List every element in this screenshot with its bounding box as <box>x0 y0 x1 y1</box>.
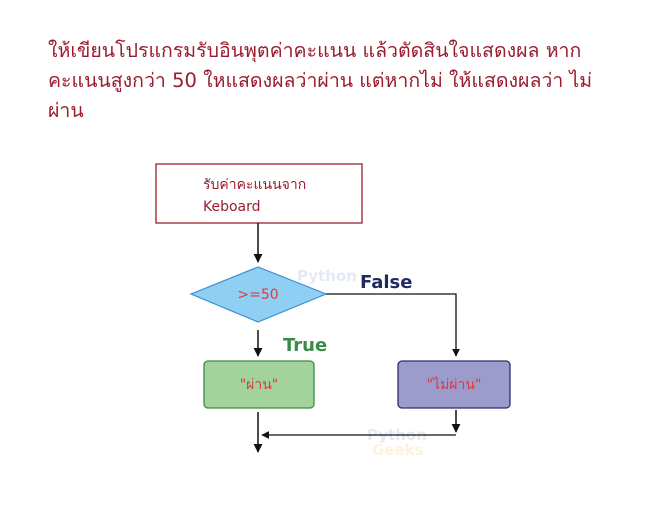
input-label-1: รับค่าคะแนนจาก <box>203 177 306 193</box>
watermark: Python Python Geeks <box>297 267 427 459</box>
false-label: False <box>360 272 412 293</box>
input-label-2: Keboard <box>203 199 261 215</box>
question-line-2: คะแนนสูงกว่า 50 ใหแสดงผลว่าผ่าน แต่หากไม… <box>48 69 593 92</box>
false-output-label: "ไม่ผ่าน" <box>427 376 482 393</box>
question-text: ให้เขียนโปรแกรมรับอินพุตค่าคะแนน แล้วตัด… <box>48 36 628 126</box>
watermark-text-3: Geeks <box>372 441 424 459</box>
watermark-text-1: Python <box>297 267 357 285</box>
arrow-false <box>326 293 460 357</box>
condition-label: >=50 <box>237 287 278 303</box>
true-output-label: "ผ่าน" <box>240 377 279 393</box>
false-output-box <box>397 360 511 409</box>
input-box <box>155 163 363 224</box>
true-output-box <box>203 360 315 409</box>
question-line-3: ผ่าน <box>48 99 84 122</box>
question-line-1: ให้เขียนโปรแกรมรับอินพุตค่าคะแนน แล้วตัด… <box>48 39 582 62</box>
true-label: True <box>283 335 327 356</box>
